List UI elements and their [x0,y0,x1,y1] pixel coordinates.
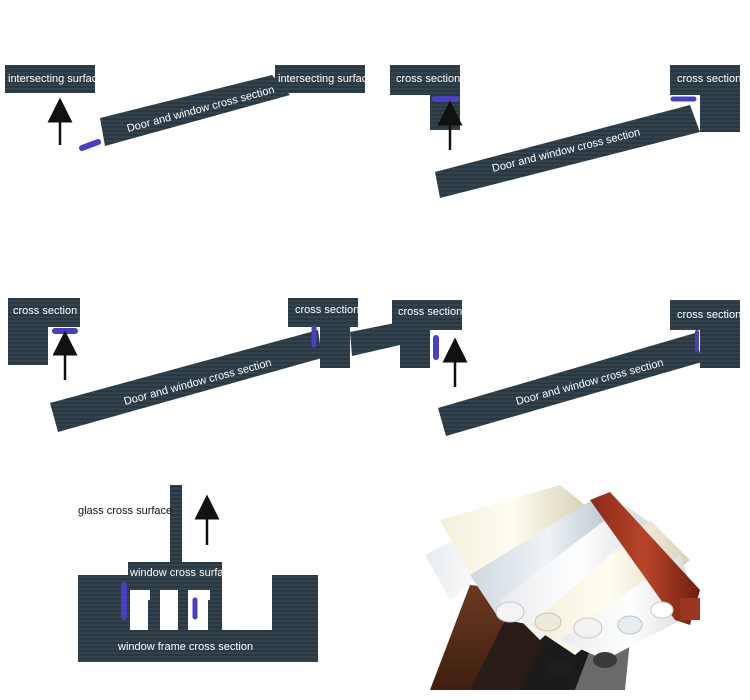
left-cross-section-label: cross section [396,73,460,85]
left-cross-section-label: cross section [13,305,77,317]
panel-1: intersecting surface intersecting surfac… [5,65,373,151]
left-intersecting-label: intersecting surface [8,73,103,85]
seal-strips-photo [420,480,740,690]
door-window-bar [100,75,290,146]
left-cross-section-block [8,298,80,365]
panel-3: cross section cross section Door and win… [8,298,359,432]
glass-cross-surface-label: glass cross surface [78,505,172,517]
door-connector-bar [350,322,400,356]
door-window-bar [435,105,700,198]
right-cross-section-label: cross section [677,309,741,321]
right-intersecting-label: intersecting surface [278,73,373,85]
glass-pane [170,485,182,565]
panel-4: cross section cross section Door and win… [350,300,741,436]
panel-2: cross section cross section Door and win… [390,65,741,198]
left-intersecting-block [5,65,95,93]
door-window-bar [438,333,702,436]
right-cross-section-block [288,298,358,368]
door-window-bar [50,330,322,432]
left-cross-section-label: cross section [398,306,462,318]
right-cross-section-block [670,65,740,132]
right-cross-section-label: cross section [295,304,359,316]
left-cross-section-block [392,300,462,368]
panel-5: glass cross surface window cross surface… [78,485,318,662]
right-intersecting-block [275,65,365,93]
window-cross-surface-label: window cross surface [129,567,235,579]
right-cross-section-label: cross section [677,73,741,85]
right-cross-section-block [670,300,740,368]
window-frame-profile [78,575,318,662]
window-frame-cross-section-label: window frame cross section [117,641,253,653]
seal-strip [79,139,101,151]
